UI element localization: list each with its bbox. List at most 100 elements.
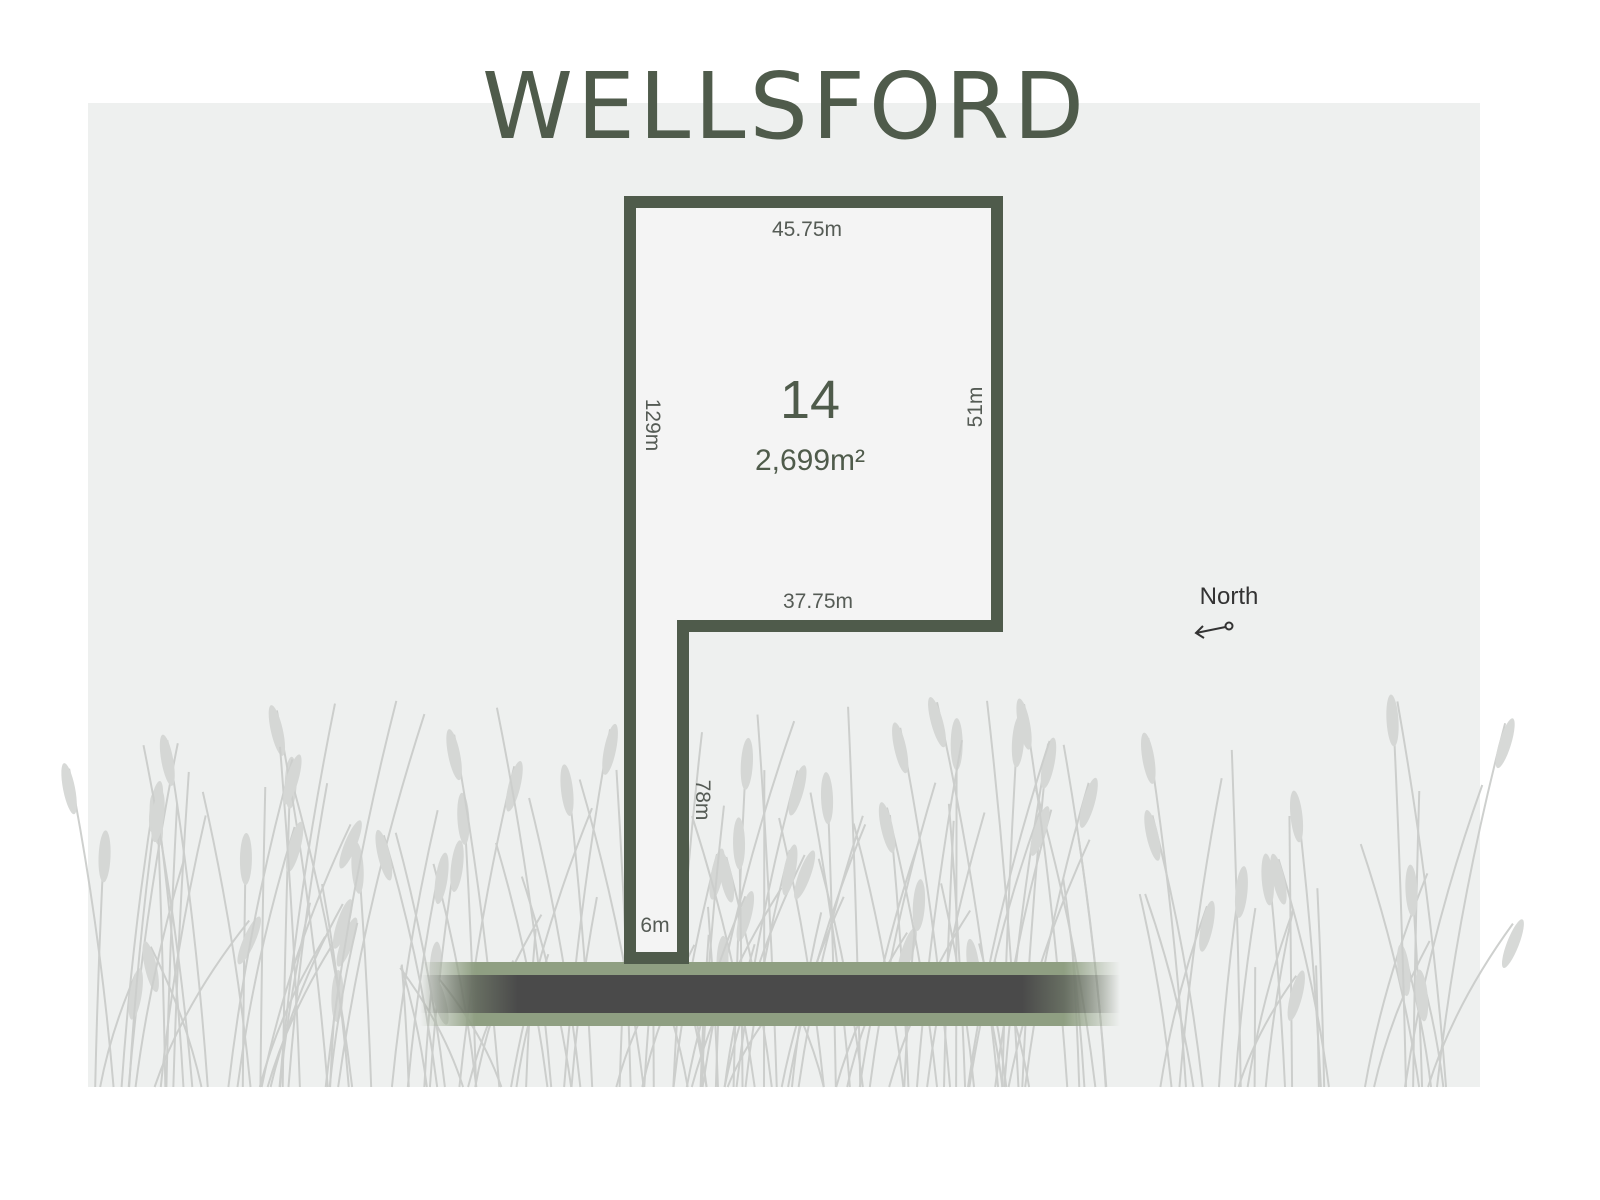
grass-plume: [446, 729, 462, 781]
grass-plume: [283, 754, 302, 805]
grass-plume: [1016, 698, 1032, 750]
grass-plume: [1287, 970, 1305, 1021]
grass-plume: [1495, 718, 1515, 769]
grass-blade: [399, 967, 465, 1088]
grass-blade: [1403, 784, 1484, 1088]
grass-blade: [943, 820, 955, 1088]
north-label: North: [1200, 583, 1259, 610]
grass-plume: [98, 830, 111, 883]
grass-blade: [99, 973, 137, 1088]
grass-blade: [275, 710, 329, 1088]
grass-blade: [1277, 858, 1330, 1088]
grass-plume: [782, 844, 798, 896]
grass-blade: [453, 734, 501, 1088]
grass-blade: [1359, 843, 1421, 1088]
grass-blade: [258, 936, 326, 1088]
grass-plume: [1386, 694, 1399, 747]
grass-blade: [1246, 908, 1295, 1088]
grass-blade: [1373, 940, 1431, 1088]
grass-plume: [1199, 900, 1215, 952]
grass-plume: [1141, 732, 1156, 784]
grass-blade: [400, 964, 410, 1088]
grass-blade: [528, 797, 582, 1088]
grass-blade: [778, 817, 825, 1088]
grass-blade: [149, 946, 203, 1088]
grass-blade: [259, 786, 267, 1088]
grass-blade: [328, 922, 359, 1088]
grass-plume: [1415, 969, 1429, 1022]
grass-blade: [142, 745, 194, 1088]
grass-plume: [892, 722, 909, 774]
grass-blade: [967, 740, 1051, 1088]
grass-blade: [1316, 888, 1326, 1088]
grass-plume: [375, 829, 393, 881]
grass-blade: [382, 834, 439, 1088]
grass-blade: [926, 812, 986, 1088]
grass-plume: [1030, 806, 1050, 856]
grass-plume: [268, 705, 286, 756]
grass-blade: [400, 965, 428, 1088]
grass-blade: [809, 792, 851, 1088]
grass-plume: [788, 765, 807, 816]
lot-number: 14: [780, 370, 840, 430]
grass-blade: [936, 701, 1000, 1088]
grass-blade: [1234, 907, 1257, 1088]
grass-blade: [390, 809, 439, 1088]
grass-plume: [1405, 864, 1418, 917]
grass-plume: [1040, 737, 1057, 789]
grass-blade: [1023, 703, 1069, 1088]
grass-blade: [166, 740, 209, 1088]
grass-blade: [1253, 967, 1257, 1088]
grass-blade: [1288, 815, 1294, 1088]
grass-blade: [236, 826, 296, 1088]
grass-plume: [1144, 809, 1161, 861]
grass-plume: [740, 737, 754, 790]
grass-plume: [1270, 853, 1287, 905]
grass-plume: [1501, 919, 1524, 968]
grass-blade: [947, 803, 967, 1088]
grass-blade: [1264, 910, 1294, 1088]
grass-plume: [1261, 853, 1274, 906]
grass-blade: [1396, 701, 1448, 1088]
grass-blade: [1436, 722, 1507, 1088]
grass-blade: [269, 903, 344, 1088]
grass-blade: [291, 784, 354, 1088]
grass-plume: [1079, 777, 1098, 828]
grass-blade: [968, 810, 1041, 1088]
grass-blade: [165, 803, 179, 1088]
grass-blade: [324, 700, 398, 1088]
dimension-top: 45.75m: [772, 218, 842, 241]
dimension-inner-bottom: 37.75m: [783, 590, 853, 613]
grass-blade: [1151, 815, 1204, 1088]
grass-plume: [1289, 790, 1304, 843]
grass-plume: [560, 764, 574, 817]
grass-blade: [578, 779, 645, 1088]
dimension-frontage: 6m: [640, 914, 669, 937]
grass-plume: [239, 833, 252, 885]
grass-blade: [1427, 923, 1514, 1088]
grass-blade: [986, 700, 1020, 1088]
grass-plume: [434, 852, 449, 905]
grass-plume: [237, 916, 261, 965]
road: [420, 975, 1120, 1013]
lot-area: 2,699m²: [755, 444, 865, 477]
grass-plume: [332, 899, 353, 949]
grass-blade: [1062, 744, 1108, 1088]
lot-boundary: [624, 196, 1003, 964]
grass-blade: [1024, 782, 1090, 1088]
grass-blade: [1391, 700, 1407, 1088]
grass-plume: [928, 697, 946, 748]
grass-plume: [794, 850, 816, 900]
north-arrow-icon: [1194, 621, 1234, 639]
grass-blade: [201, 791, 252, 1088]
page-title: WELLSFORD: [482, 53, 1088, 160]
grass-blade: [1144, 893, 1195, 1088]
grass-blade: [1001, 721, 1020, 1088]
grass-plume: [336, 917, 358, 967]
grass-blade: [153, 919, 250, 1088]
grass-blade: [1159, 905, 1208, 1088]
grass-blade: [1237, 975, 1298, 1088]
grass-plume: [339, 820, 362, 869]
grass-plume: [912, 879, 926, 932]
dimension-handle: 78m: [691, 780, 714, 821]
